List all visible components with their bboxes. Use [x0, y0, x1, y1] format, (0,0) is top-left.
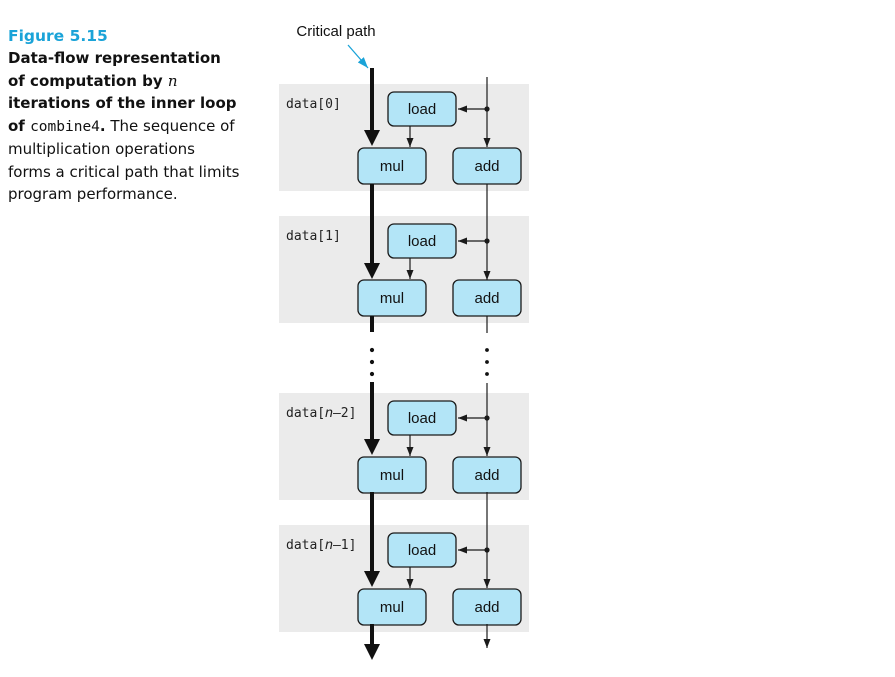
iteration-data-label: data[n–2] — [286, 404, 356, 421]
load-node — [387, 532, 457, 568]
data-label-index: –1 — [333, 538, 349, 553]
load-label: load — [408, 101, 436, 118]
caption-text: Data-flow representation of computation … — [8, 47, 240, 206]
caption-title-code: combine4 — [30, 118, 100, 135]
data-label-suffix: ] — [349, 538, 357, 553]
data-label-suffix: ] — [333, 229, 341, 244]
caption-title-part1: Data-flow representation of computation … — [8, 49, 221, 90]
data-label-index: 1 — [325, 229, 333, 244]
ellipsis-dot — [485, 360, 489, 364]
data-label-index: –2 — [333, 406, 349, 421]
mul-node — [357, 456, 427, 494]
data-label-index: 0 — [325, 97, 333, 112]
data-label-suffix: ] — [333, 97, 341, 112]
data-label-prefix: data[ — [286, 406, 325, 421]
iteration-data-label: data[1] — [286, 229, 341, 244]
critical-path-arrowhead — [364, 439, 380, 455]
load-node — [387, 400, 457, 436]
mul-node — [357, 147, 427, 185]
critical-path-label: Critical path — [296, 23, 375, 40]
add-label: add — [474, 599, 499, 616]
caption-title-part2: iterations of the inner loop of — [8, 94, 237, 135]
critical-path-pointer — [347, 44, 369, 69]
mul-node — [357, 279, 427, 317]
load-node — [387, 91, 457, 127]
mul-label: mul — [380, 467, 404, 484]
iteration-data-label: data[n–1] — [286, 536, 356, 553]
mul-label: mul — [380, 599, 404, 616]
data-label-prefix: data[ — [286, 97, 325, 112]
add-label: add — [474, 290, 499, 307]
load-label: load — [408, 542, 436, 559]
ellipsis-dot — [485, 348, 489, 352]
ellipsis-dot — [369, 371, 375, 377]
figure-caption: Figure 5.15 Data-flow representation of … — [8, 24, 240, 206]
data-label-suffix: ] — [349, 406, 357, 421]
data-label-var: n — [325, 404, 333, 420]
caption-title-part3: . — [99, 116, 106, 135]
data-label-var: n — [325, 536, 333, 552]
ellipsis-dot — [485, 372, 489, 376]
iteration-data-label: data[0] — [286, 97, 341, 112]
caption-title-var: n — [167, 71, 178, 90]
iteration-group: data[0] load mul add — [279, 84, 529, 191]
add-label: add — [474, 158, 499, 175]
critical-path-arrowhead — [364, 571, 380, 587]
iteration-group: data[n–2] load mul add — [279, 393, 529, 500]
data-label-prefix: data[ — [286, 229, 325, 244]
caption-body: The sequence of multiplication operation… — [8, 116, 240, 204]
ellipsis-dot — [369, 347, 375, 353]
iteration-group: data[n–1] load mul add — [279, 525, 529, 632]
links-layer — [364, 68, 491, 660]
caption-title: Data-flow representation of computation … — [8, 49, 237, 135]
mul-label: mul — [380, 158, 404, 175]
add-label: add — [474, 467, 499, 484]
load-label: load — [408, 410, 436, 427]
critical-path-arrowhead — [364, 263, 380, 279]
load-label: load — [408, 233, 436, 250]
critical-path-arrowhead — [364, 644, 380, 660]
data-label-prefix: data[ — [286, 538, 325, 553]
critical-path-arrowhead — [364, 130, 380, 146]
mul-label: mul — [380, 290, 404, 307]
ellipsis-dot — [369, 359, 375, 365]
load-node — [387, 223, 457, 259]
iteration-group: data[1] load mul add — [279, 216, 529, 323]
mul-node — [357, 588, 427, 626]
figure-number: Figure 5.15 — [8, 27, 108, 45]
